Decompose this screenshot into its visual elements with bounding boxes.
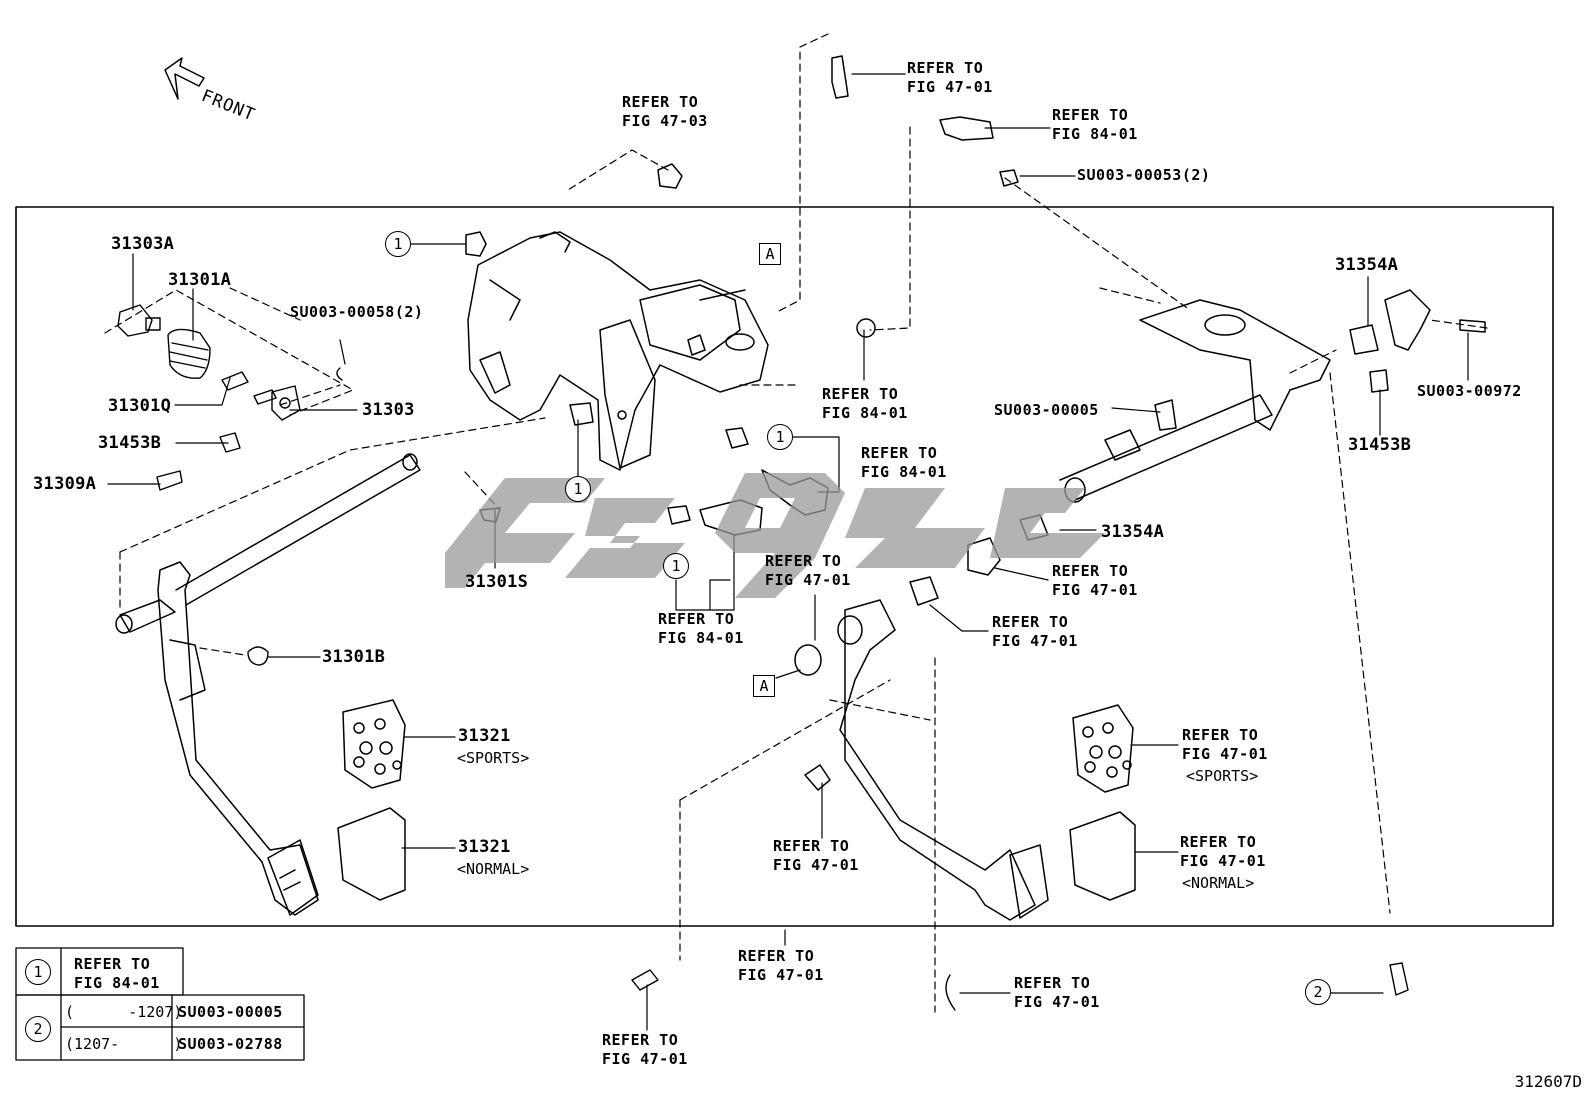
part-su003-00058: SU003-00058(2) (290, 303, 424, 321)
pedal-pads-right (1069, 704, 1136, 901)
ref-47-01-pad-sports: REFER TO FIG 47-01 (1182, 726, 1268, 763)
part-31301a: 31301A (168, 270, 232, 290)
figure-id: 312607D (1514, 1072, 1582, 1091)
part-31309a: 31309A (33, 474, 97, 494)
part-su003-00053: SU003-00053(2) (1077, 166, 1211, 184)
marker-a-bottom: A (753, 675, 775, 697)
main-frame (15, 206, 1554, 927)
part-31303a: 31303A (111, 234, 175, 254)
ref-84-01-mid: REFER TO FIG 84-01 (822, 385, 908, 422)
part-31354a-top: 31354A (1335, 255, 1399, 275)
ref-47-01-bush: REFER TO FIG 47-01 (992, 613, 1078, 650)
part-31453b-left: 31453B (98, 433, 162, 453)
ref-47-01-bottom-mid: REFER TO FIG 47-01 (738, 947, 824, 984)
front-arrow (164, 57, 205, 100)
legend-row2a-range: ( -1207) (65, 1003, 183, 1021)
part-su003-00005: SU003-00005 (994, 401, 1099, 419)
legend-row1-ref: REFER TO FIG 84-01 (74, 955, 160, 992)
callout-1-nut: 1 (565, 476, 591, 502)
part-su003-00972: SU003-00972 (1417, 382, 1522, 400)
dashed-lines (104, 33, 1488, 1013)
ref-47-01-bottom-left: REFER TO FIG 47-01 (602, 1031, 688, 1068)
part-31321-sports: 31321 (458, 726, 511, 746)
ref-47-01-stop: REFER TO FIG 47-01 (773, 837, 859, 874)
ref-84-01-top-switch: REFER TO FIG 84-01 (1052, 106, 1138, 143)
variant-normal-right: <NORMAL> (1182, 874, 1255, 892)
legend-callout-2: 2 (25, 1016, 51, 1042)
leader-lines (107, 73, 1469, 1031)
ref-84-01-switch: REFER TO FIG 84-01 (658, 610, 744, 647)
pedal-pads-left (337, 699, 406, 901)
legend-table (15, 947, 305, 1061)
ref-47-01-spring: REFER TO FIG 47-01 (1052, 562, 1138, 599)
part-31301s: 31301S (465, 572, 529, 592)
marker-a-top: A (759, 243, 781, 265)
variant-sports-right: <SPORTS> (1186, 767, 1259, 785)
ref-84-01-sensor: REFER TO FIG 84-01 (861, 444, 947, 481)
variant-normal-left: <NORMAL> (457, 860, 530, 878)
clutch-pedal (115, 453, 421, 916)
part-31303: 31303 (362, 400, 415, 420)
ref-47-03: REFER TO FIG 47-03 (622, 93, 708, 130)
small-parts-left (117, 304, 501, 666)
watermark-logo (445, 473, 1105, 598)
part-31301b: 31301B (322, 647, 386, 667)
legend-row2a-part: SU003-00005 (178, 1003, 283, 1021)
bottom-parts (631, 962, 1409, 1011)
part-31453b-right: 31453B (1348, 435, 1412, 455)
part-31354a-mid: 31354A (1101, 522, 1165, 542)
callout-1-switch: 1 (663, 553, 689, 579)
brake-pedal (794, 289, 1486, 921)
ref-47-01-pad-normal: REFER TO FIG 47-01 (1180, 833, 1266, 870)
part-31301q: 31301Q (108, 396, 172, 416)
callout-1-bracket: 1 (385, 231, 411, 257)
ref-47-01-top-bolt: REFER TO FIG 47-01 (907, 59, 993, 96)
legend-row2b-part: SU003-02788 (178, 1035, 283, 1053)
legend-callout-1: 1 (25, 959, 51, 985)
variant-sports-left: <SPORTS> (457, 749, 530, 767)
ref-47-01-center: REFER TO FIG 47-01 (765, 552, 851, 589)
ref-47-01-bottom-right: REFER TO FIG 47-01 (1014, 974, 1100, 1011)
part-31321-normal: 31321 (458, 837, 511, 857)
legend-row2b-range: (1207- ) (65, 1035, 183, 1053)
callout-2-bolt: 2 (1305, 979, 1331, 1005)
callout-1-sensor: 1 (767, 424, 793, 450)
